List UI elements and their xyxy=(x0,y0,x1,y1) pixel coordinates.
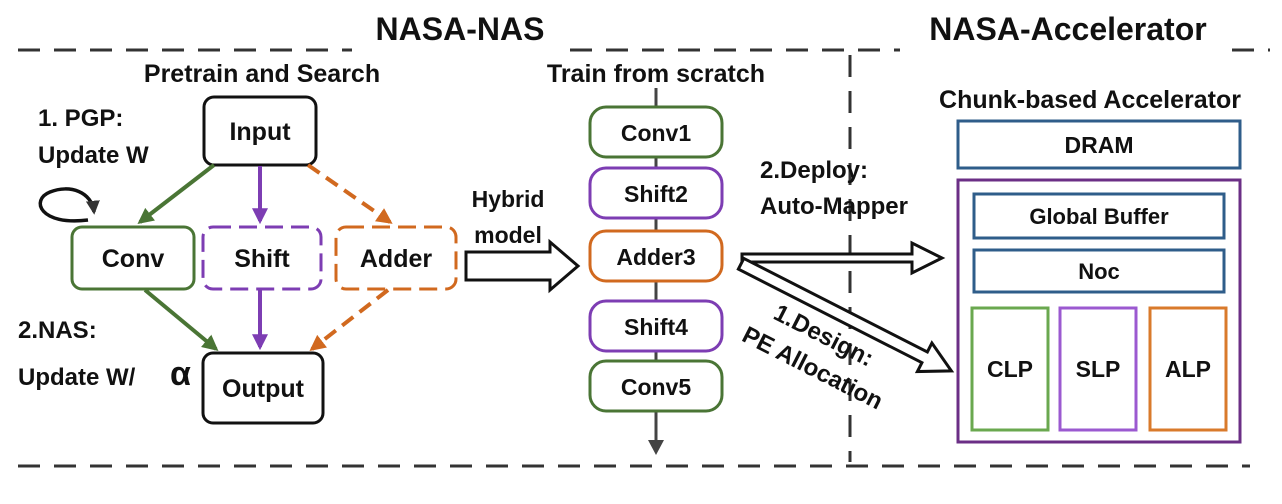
layer-label-conv1: Conv1 xyxy=(621,120,692,146)
layer-box-shift4 xyxy=(588,299,724,353)
deploy-label-line2: Auto-Mapper xyxy=(760,193,908,220)
alpha-symbol: α xyxy=(170,355,191,393)
global-buffer-label: Global Buffer xyxy=(1029,204,1169,229)
layer-label-shift4: Shift4 xyxy=(624,314,688,340)
deploy-label-line1: 2.Deploy: xyxy=(760,157,868,184)
layer-label-shift2: Shift2 xyxy=(624,181,688,207)
output-node xyxy=(201,351,325,425)
title-nasa-accelerator: NASA-Accelerator xyxy=(929,11,1206,47)
layer-label-conv5: Conv5 xyxy=(621,374,692,400)
self-loop-arrow xyxy=(38,187,100,223)
layer-box-conv5 xyxy=(588,359,724,413)
noc-label: Noc xyxy=(1078,259,1120,284)
arrow-conv-to-output xyxy=(143,288,219,352)
deploy-arrow xyxy=(740,240,946,276)
arrow-input-to-adder xyxy=(306,163,393,224)
pgp-label-line2: Update W xyxy=(38,142,149,169)
dram-box xyxy=(956,119,1242,170)
slp-label: SLP xyxy=(1076,356,1121,382)
conv-node xyxy=(70,225,196,291)
backbone-arrowhead xyxy=(648,440,664,455)
title-nasa-nas: NASA-NAS xyxy=(376,11,545,47)
shift-node xyxy=(201,225,323,291)
noc-box xyxy=(972,248,1226,294)
adder-node xyxy=(334,225,458,291)
arrow-input-to-conv xyxy=(137,163,216,224)
slp-box xyxy=(1058,306,1138,432)
pretrain-heading: Pretrain and Search xyxy=(144,60,380,88)
hybrid-label-line2: model xyxy=(474,222,542,248)
arrow-adder-to-output xyxy=(309,288,390,351)
conv-label: Conv xyxy=(102,245,165,273)
layer-box-shift2 xyxy=(588,166,724,220)
adder-label: Adder xyxy=(360,245,433,273)
nas-label-line1: 2.NAS: xyxy=(18,317,97,344)
alp-label: ALP xyxy=(1165,356,1211,382)
global-buffer-box xyxy=(972,192,1226,240)
hybrid-model-arrow xyxy=(464,238,581,294)
input-label: Input xyxy=(229,118,291,146)
design-arrow xyxy=(736,256,955,374)
layer-label-adder3: Adder3 xyxy=(616,244,695,270)
layer-box-adder3 xyxy=(588,229,724,283)
layer-box-conv1 xyxy=(588,105,724,159)
pgp-label-line1: 1. PGP: xyxy=(38,105,123,132)
shift-label: Shift xyxy=(234,245,290,273)
input-node xyxy=(202,95,318,167)
output-label: Output xyxy=(222,375,305,403)
nas-label-line2: Update W/ xyxy=(18,364,136,391)
dram-label: DRAM xyxy=(1065,132,1134,158)
clp-box xyxy=(970,306,1050,432)
train-heading: Train from scratch xyxy=(547,60,765,88)
accelerator-heading: Chunk-based Accelerator xyxy=(939,86,1241,114)
hybrid-label-line1: Hybrid xyxy=(472,186,545,212)
clp-label: CLP xyxy=(987,356,1033,382)
alp-box xyxy=(1148,306,1228,432)
